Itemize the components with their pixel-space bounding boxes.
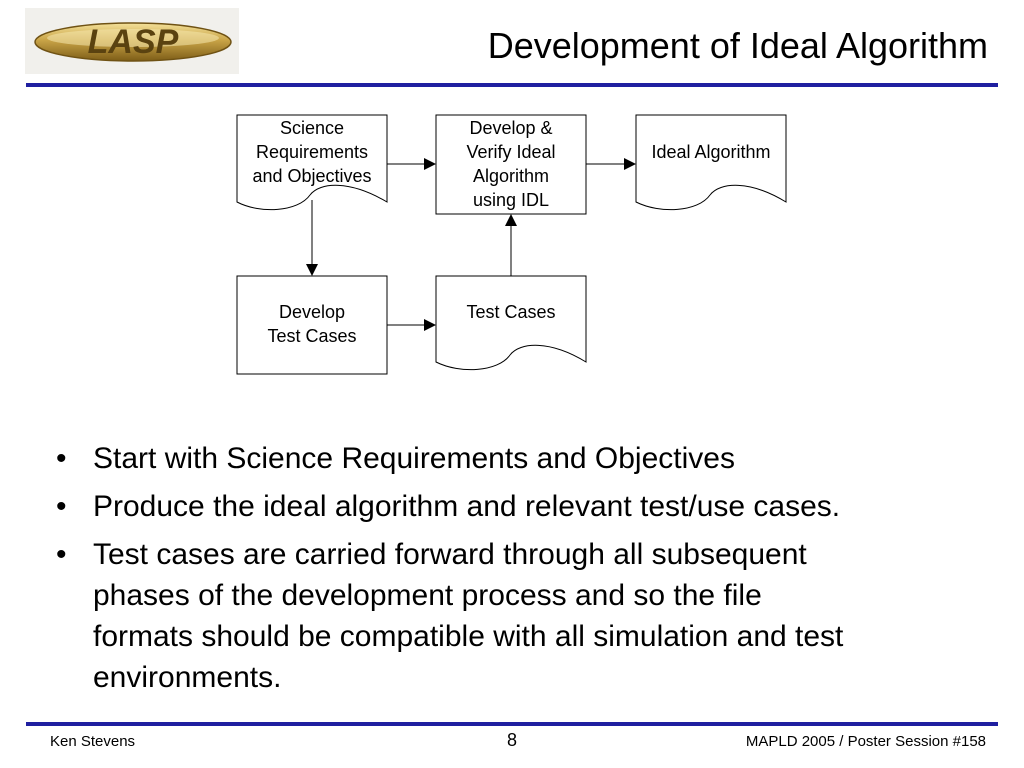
logo-text: LASP [88, 23, 179, 61]
bullet-list: • Start with Science Requirements and Ob… [56, 438, 986, 705]
develop-verify-shape [435, 114, 587, 215]
footer-event: MAPLD 2005 / Poster Session #158 [745, 733, 986, 750]
node-line: and Objectives [252, 166, 372, 186]
node-ideal-algorithm: Ideal Algorithm [636, 140, 786, 164]
node-develop-test-cases: Develop Test Cases [237, 300, 387, 348]
node-line: Verify Ideal [466, 142, 556, 162]
lasp-logo: LASP [25, 8, 239, 74]
node-line: Develop & [469, 118, 553, 138]
footer-author: Ken Stevens [50, 733, 136, 750]
slide-title: Development of Ideal Algorithm [487, 25, 988, 66]
node-line: Requirements [255, 142, 369, 162]
footer-page-number: 8 [506, 730, 517, 750]
bullet-line: phases of the development process and so… [93, 579, 762, 612]
node-line: Test Cases [267, 326, 357, 346]
bullet-item: • Test cases are carried forward through… [56, 534, 986, 698]
node-science-requirements: Science Requirements and Objectives [237, 116, 387, 188]
node-line: Develop [278, 302, 346, 322]
lasp-logo-graphic: LASP [34, 22, 232, 62]
flowchart [236, 114, 787, 375]
node-test-cases: Test Cases [436, 300, 586, 324]
test-cases-shape [435, 275, 587, 371]
bullet-item: • Produce the ideal algorithm and releva… [56, 486, 986, 527]
ideal-algorithm-shape [635, 114, 787, 211]
bullet-line: environments. [93, 661, 282, 694]
science-requirements-shape [236, 114, 388, 211]
bullet-marker: • [56, 442, 67, 475]
node-line: Algorithm [472, 166, 550, 186]
header-rule [26, 83, 998, 87]
bullet-line: formats should be compatible with all si… [93, 620, 844, 653]
develop-test-cases-shape [236, 275, 388, 375]
bullet-item: • Start with Science Requirements and Ob… [56, 438, 986, 479]
footer-rule [26, 722, 998, 726]
node-line: Test Cases [466, 302, 556, 322]
bullet-line: Start with Science Requirements and Obje… [93, 442, 735, 475]
node-line: Ideal Algorithm [651, 142, 771, 162]
node-line: Science [279, 118, 345, 138]
bullet-marker: • [56, 490, 67, 523]
node-line: using IDL [472, 190, 550, 210]
node-develop-verify: Develop & Verify Ideal Algorithm using I… [436, 116, 586, 212]
bullet-marker: • [56, 538, 67, 571]
bullet-line: Produce the ideal algorithm and relevant… [93, 490, 841, 523]
bullet-line: Test cases are carried forward through a… [93, 538, 807, 571]
